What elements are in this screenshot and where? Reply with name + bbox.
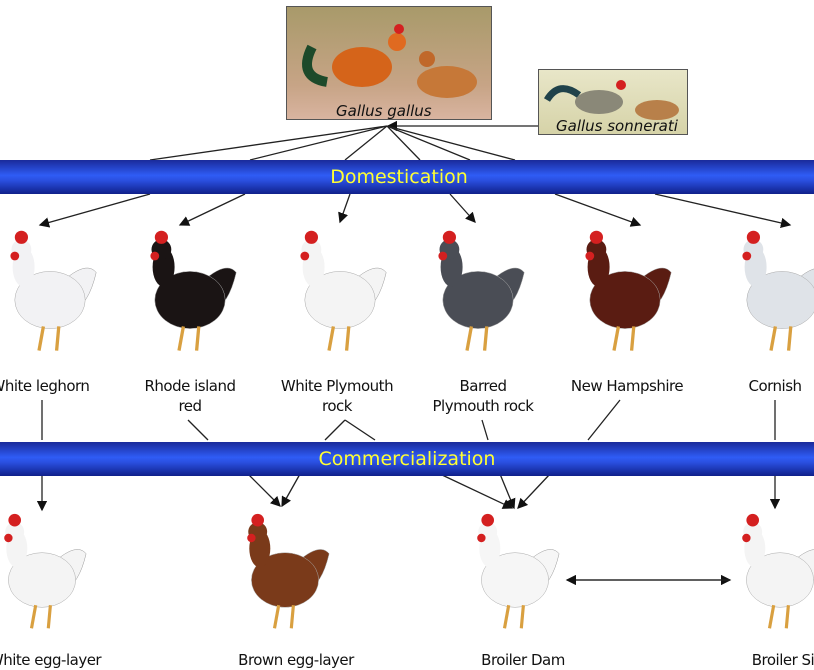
product-label-white-egg-layer: White egg-layer bbox=[0, 651, 102, 669]
commercialization-band: Commercialization bbox=[0, 442, 814, 476]
product-label-broiler-dam: Broiler Dam bbox=[481, 651, 565, 669]
product-chicken-3 bbox=[742, 513, 814, 629]
breed-chicken-3 bbox=[438, 230, 525, 351]
breed-label-cornish: Cornish bbox=[748, 377, 802, 395]
product-label-brown-egg-layer: Brown egg-layer bbox=[238, 651, 354, 669]
breed-chicken-0 bbox=[10, 230, 97, 351]
breed-chicken-5 bbox=[742, 230, 814, 351]
product-chicken-1 bbox=[247, 513, 330, 629]
product-chicken-2 bbox=[477, 513, 560, 629]
domestication-band: Domestication bbox=[0, 160, 814, 194]
gallus-sonnerati-photo bbox=[538, 69, 688, 135]
breed-chicken-2 bbox=[300, 230, 387, 351]
domestication-label: Domestication bbox=[330, 166, 468, 188]
gallus-gallus-label: Gallus gallus bbox=[336, 102, 432, 120]
gallus-gallus-photo bbox=[286, 6, 492, 120]
breed-label-white-leghorn: White leghorn bbox=[0, 377, 90, 395]
breed-chicken-4 bbox=[585, 230, 672, 351]
gallus-sonnerati-label: Gallus sonnerati bbox=[556, 117, 678, 135]
product-chicken-0 bbox=[4, 513, 87, 629]
commercialization-label: Commercialization bbox=[318, 448, 496, 470]
breed-chicken-1 bbox=[150, 230, 237, 351]
product-label-broiler-sire: Broiler Sire bbox=[751, 651, 814, 669]
breed-label-new-hampshire: New Hampshire bbox=[570, 377, 684, 395]
